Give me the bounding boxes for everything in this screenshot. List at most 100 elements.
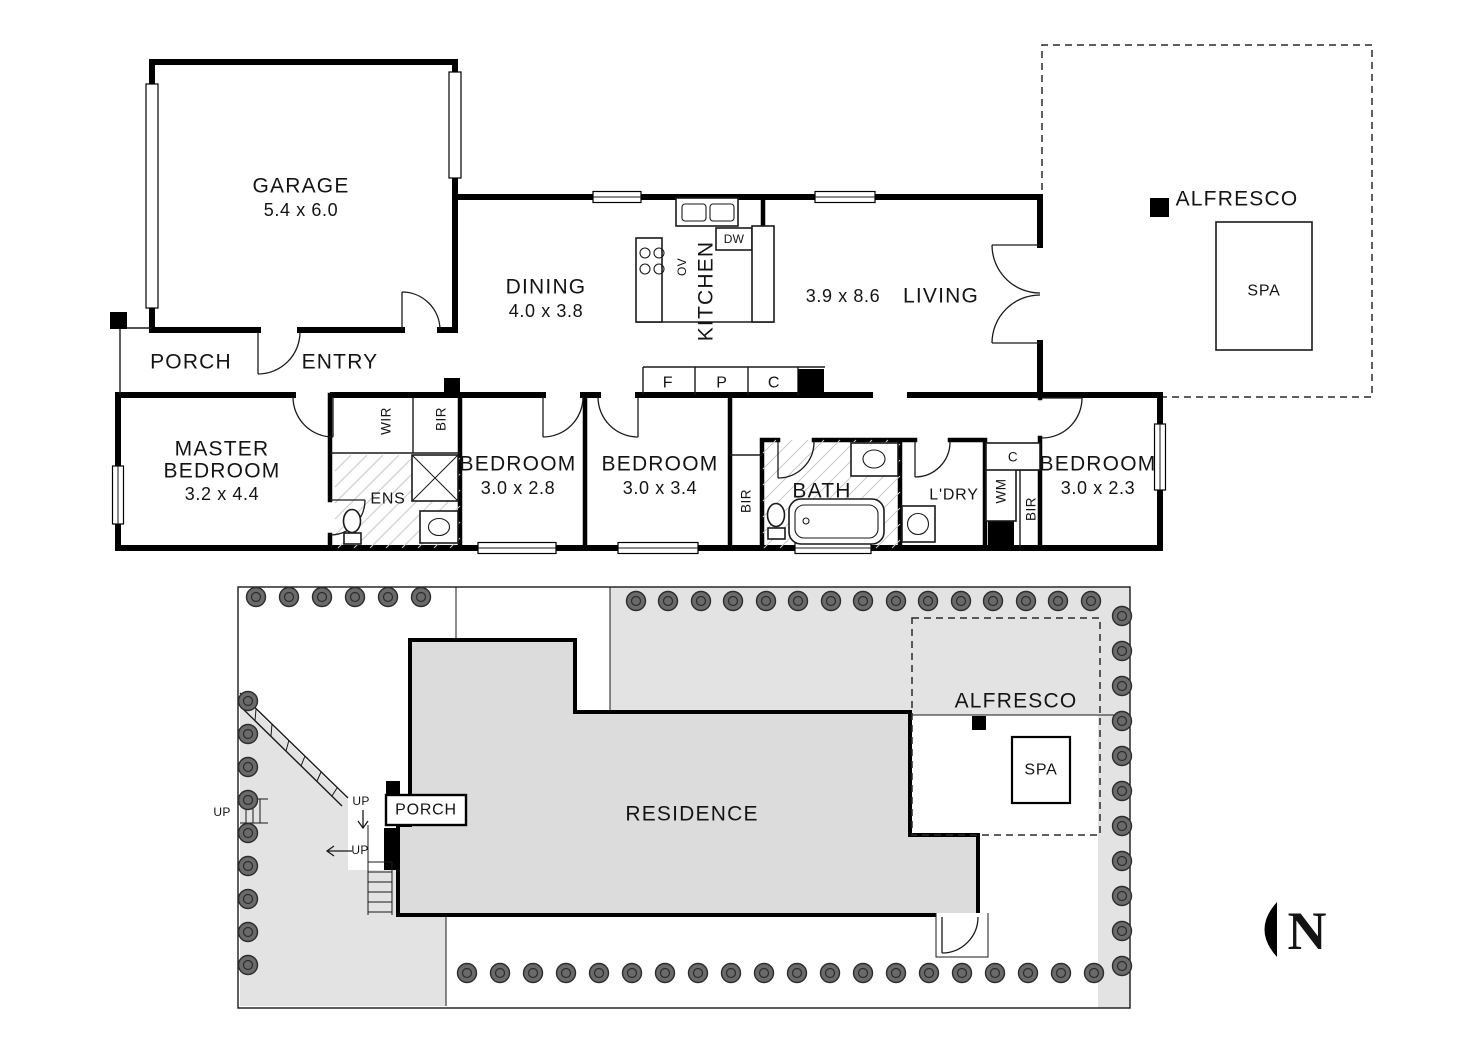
sink-unit — [675, 197, 739, 227]
tree-icon-inner — [1116, 785, 1128, 797]
tree-icon — [1111, 745, 1133, 767]
tree-icon — [1083, 962, 1105, 984]
vanity — [419, 510, 459, 544]
tree-icon-inner — [1116, 960, 1128, 972]
living-label: LIVING — [903, 285, 979, 308]
cupboard2-label: C — [1008, 450, 1018, 465]
retaining-wall-ticks — [254, 708, 338, 797]
tree-icon-inner — [415, 591, 427, 603]
windows — [111, 190, 1167, 555]
tree-icon — [237, 888, 259, 910]
bathtub-icon — [788, 498, 885, 545]
bedroom4-size: 3.0 x 2.3 — [1061, 478, 1135, 498]
rear-door-swing — [941, 916, 979, 954]
garden-trees — [237, 586, 1133, 984]
basin-icon — [427, 517, 451, 537]
tree-icon-inner — [792, 595, 804, 607]
up-arrow-left-icon — [325, 845, 352, 857]
tree-icon — [787, 590, 809, 612]
tree-icon-inner — [857, 595, 869, 607]
ensuite-label: ENS — [370, 491, 405, 508]
tree-icon — [489, 962, 511, 984]
alfresco-post-icon — [1150, 198, 1169, 217]
tree-icon-inner — [242, 893, 254, 905]
tree-icon-inner — [1055, 967, 1067, 979]
tree-icon — [918, 962, 940, 984]
tree-icon-inner — [989, 967, 1001, 979]
tree-icon — [951, 962, 973, 984]
tree-icon-inner — [593, 967, 605, 979]
tree-icon — [588, 962, 610, 984]
tree-icon-inner — [987, 595, 999, 607]
master-bedroom-label-2: BEDROOM — [164, 460, 281, 483]
porch-post-icon — [386, 781, 400, 795]
tree-icon-inner — [242, 860, 254, 872]
tree-icon — [410, 586, 432, 608]
tree-icon — [237, 822, 259, 844]
washing-machine-label: WM — [994, 479, 1009, 504]
tree-icon — [1111, 815, 1133, 837]
bedroom4-bir-label: BIR — [1024, 497, 1039, 521]
ensuite-fixtures — [342, 454, 459, 545]
tree-icon — [1111, 710, 1133, 732]
tree-icon — [753, 962, 775, 984]
washing-machine-box — [985, 468, 1017, 522]
tree-icon-inner — [242, 761, 254, 773]
tree-icon-inner — [1116, 750, 1128, 762]
sink-bowl-icon — [681, 203, 707, 222]
site-plan: RESIDENCE PORCH ALFRESCO SPA UP UP UP — [213, 586, 1133, 1009]
side-steps — [367, 825, 393, 915]
toilet-cistern — [767, 527, 786, 540]
dishwasher-label: DW — [724, 232, 745, 246]
tree-icon-inner — [1088, 967, 1100, 979]
tree-icon — [245, 586, 267, 608]
bir-label: BIR — [434, 407, 449, 431]
garage-window — [448, 71, 462, 179]
toilet-icon — [766, 502, 786, 528]
tree-icon — [1111, 955, 1133, 977]
tree-icon-inner — [316, 591, 328, 603]
robe-duct-block — [444, 378, 460, 394]
kitchen-fixtures — [635, 197, 775, 323]
retaining-wall — [239, 692, 349, 807]
tree-icon — [377, 586, 399, 608]
tree-icon-inner — [659, 967, 671, 979]
laundry-fixtures — [901, 442, 1041, 543]
tree-icon — [1111, 605, 1133, 627]
tree-icon — [950, 590, 972, 612]
tree-icon-inner — [890, 595, 902, 607]
tree-icon-inner — [1085, 595, 1097, 607]
tree-icon — [237, 855, 259, 877]
tree-icon — [654, 962, 676, 984]
tree-icon-inner — [857, 967, 869, 979]
up-label-3: UP — [351, 843, 368, 857]
tree-icon — [344, 586, 366, 608]
garage-door-panel — [145, 83, 159, 309]
tree-icon — [237, 789, 259, 811]
oven-label: OV — [675, 258, 689, 276]
laundry-trough — [901, 505, 936, 543]
tree-icon-inner — [1116, 715, 1128, 727]
bedroom2-size: 3.0 x 2.8 — [481, 478, 555, 498]
basin-icon — [862, 449, 886, 469]
tree-icon — [237, 690, 259, 712]
alfresco-post-icon — [972, 716, 986, 730]
tree-icon — [237, 723, 259, 745]
tree-icon-inner — [242, 794, 254, 806]
tree-icon — [852, 590, 874, 612]
site-alfresco-label: ALFRESCO — [955, 690, 1078, 713]
tree-icon — [1111, 850, 1133, 872]
tree-icon — [657, 590, 679, 612]
tree-icon — [625, 590, 647, 612]
tree-icon-inner — [1116, 680, 1128, 692]
site-alfresco-outline — [911, 617, 1101, 836]
tree-icon-inner — [242, 959, 254, 971]
tree-icon — [1111, 640, 1133, 662]
wir-label: WIR — [379, 407, 394, 435]
interior-walls — [327, 194, 1043, 551]
tree-icon-inner — [825, 595, 837, 607]
tree-icon — [885, 590, 907, 612]
tree-icon — [1015, 590, 1037, 612]
bath-label: BATH — [792, 480, 851, 503]
